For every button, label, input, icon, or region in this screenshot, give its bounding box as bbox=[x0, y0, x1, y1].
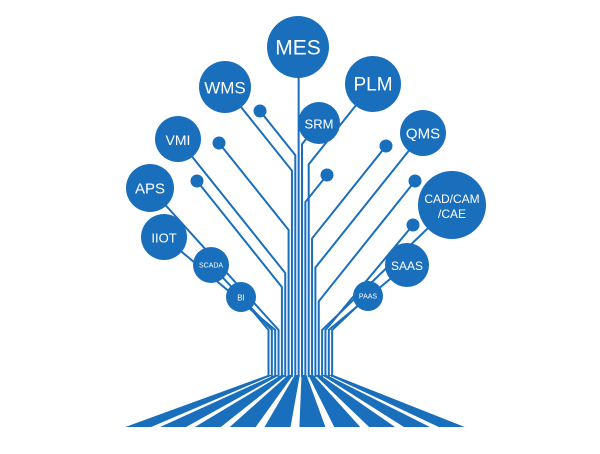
root-stripe bbox=[229, 375, 294, 427]
root-stripes bbox=[125, 375, 465, 427]
branch-dot bbox=[253, 104, 267, 118]
branch-dot bbox=[406, 218, 420, 232]
root-stripe bbox=[194, 375, 287, 427]
node-label: CAD/CAM bbox=[424, 192, 479, 206]
node-label: VMI bbox=[166, 132, 191, 148]
node-wms: WMS bbox=[199, 61, 251, 113]
node-plm: PLM bbox=[345, 56, 401, 112]
node-label: MES bbox=[275, 37, 321, 60]
branch-line bbox=[196, 180, 283, 377]
branches bbox=[149, 46, 453, 377]
node-label: BI bbox=[237, 294, 245, 303]
branch-line bbox=[297, 46, 300, 377]
root-stripe bbox=[328, 375, 465, 427]
branch-line bbox=[304, 174, 328, 377]
node-label: PLM bbox=[353, 75, 392, 96]
root-stripe bbox=[264, 375, 300, 427]
node-paas: PAAS bbox=[353, 281, 383, 311]
branch-line bbox=[314, 132, 424, 377]
root-stripe bbox=[299, 375, 326, 427]
node-label: PAAS bbox=[359, 294, 377, 301]
node-aps: APS bbox=[126, 164, 174, 212]
node-label: APS bbox=[135, 181, 165, 198]
branch-line bbox=[177, 138, 287, 377]
branch-line bbox=[331, 295, 369, 377]
branch-dot bbox=[212, 136, 226, 150]
branch-line bbox=[259, 110, 297, 377]
root-stripe bbox=[308, 375, 361, 427]
node-qms: QMS bbox=[400, 110, 446, 156]
node-vmi: VMI bbox=[155, 116, 201, 162]
node-label: IIOT bbox=[151, 231, 176, 246]
branch-line bbox=[324, 224, 414, 377]
node-srm: SRM bbox=[298, 102, 340, 144]
node-label: QMS bbox=[406, 126, 440, 143]
branch-dot bbox=[379, 139, 393, 153]
root-stripe bbox=[125, 375, 273, 427]
node-scada: SCADA bbox=[193, 247, 229, 283]
node-label: SCADA bbox=[199, 263, 223, 270]
node-saas: SAAS bbox=[385, 243, 429, 287]
branch-line bbox=[327, 264, 408, 377]
branch-line bbox=[210, 264, 273, 377]
branch-line bbox=[311, 145, 387, 377]
nodes: MES WMS PLM SRM QMS VMI APS CAD/CAM /CAE… bbox=[126, 16, 486, 312]
branch-line bbox=[218, 142, 290, 377]
node-cad-cam-cae: CAD/CAM /CAE bbox=[418, 171, 486, 239]
branch-dot bbox=[320, 168, 334, 182]
node-label: /CAE bbox=[438, 207, 466, 221]
root-stripe bbox=[314, 375, 396, 427]
node-label: SRM bbox=[305, 117, 334, 132]
branch-dot bbox=[408, 174, 422, 188]
branch-line bbox=[307, 83, 374, 377]
branch-dot bbox=[190, 174, 204, 188]
node-mes: MES bbox=[267, 16, 329, 78]
branch-line bbox=[317, 180, 416, 377]
branch-line bbox=[224, 86, 293, 377]
node-iiot: IIOT bbox=[141, 214, 187, 260]
node-label: SAAS bbox=[391, 259, 423, 273]
node-bi: BI bbox=[226, 282, 256, 312]
root-stripe bbox=[321, 375, 430, 427]
branch-line bbox=[149, 187, 280, 377]
root-stripe bbox=[160, 375, 280, 427]
node-label: WMS bbox=[204, 79, 246, 98]
